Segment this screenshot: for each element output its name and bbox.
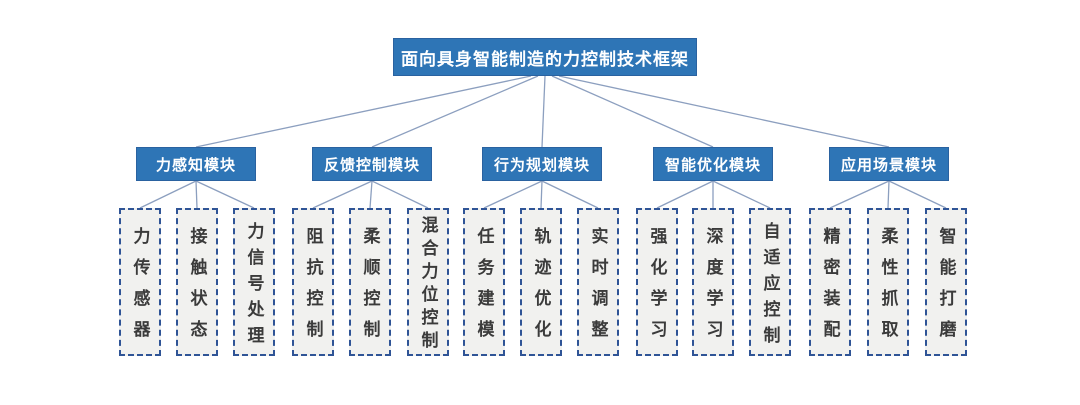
leaf-force-sensor: 力传感器: [119, 208, 161, 356]
leaf-label: 强化学习: [647, 227, 667, 351]
leaf-label: 精密装配: [820, 227, 840, 351]
leaf-intelligent-polishing: 智能打磨: [925, 208, 967, 356]
module-force-perception: 力感知模块: [136, 147, 256, 181]
module-behavior-planning: 行为规划模块: [482, 147, 602, 181]
leaf-adaptive-control: 自适应控制: [749, 208, 791, 356]
leaf-label: 轨迹优化: [531, 227, 551, 351]
leaf-task-modeling: 任务建模: [463, 208, 505, 356]
leaf-label: 自适应控制: [760, 221, 780, 352]
leaf-label: 阻抗控制: [303, 227, 323, 351]
leaf-label: 柔顺控制: [360, 227, 380, 351]
leaf-force-signal-processing: 力信号处理: [233, 208, 275, 356]
leaf-label: 接触状态: [187, 227, 207, 351]
module-intelligent-optimization: 智能优化模块: [653, 147, 773, 181]
leaf-label: 任务建模: [474, 227, 494, 351]
root-label: 面向具身智能制造的力控制技术框架: [401, 49, 689, 69]
leaf-label: 力传感器: [130, 227, 150, 351]
leaf-trajectory-optimization: 轨迹优化: [520, 208, 562, 356]
module-label: 反馈控制模块: [323, 157, 420, 174]
leaf-label: 混合力位控制: [418, 216, 438, 354]
leaf-deep-learning: 深度学习: [692, 208, 734, 356]
leaf-flexible-grasping: 柔性抓取: [867, 208, 909, 356]
module-feedback-control: 反馈控制模块: [312, 147, 432, 181]
leaf-reinforcement-learning: 强化学习: [636, 208, 678, 356]
module-label: 智能优化模块: [664, 157, 761, 174]
leaf-contact-state: 接触状态: [176, 208, 218, 356]
leaf-label: 力信号处理: [244, 221, 264, 352]
module-label: 行为规划模块: [493, 157, 590, 174]
module-label: 力感知模块: [155, 157, 236, 174]
leaf-hybrid-force-position-control: 混合力位控制: [407, 208, 449, 356]
leaf-impedance-control: 阻抗控制: [292, 208, 334, 356]
leaf-realtime-adjustment: 实时调整: [577, 208, 619, 356]
leaf-label: 深度学习: [703, 227, 723, 351]
leaf-precision-assembly: 精密装配: [809, 208, 851, 356]
leaf-label: 柔性抓取: [878, 227, 898, 351]
leaf-label: 智能打磨: [936, 227, 956, 351]
module-label: 应用场景模块: [840, 157, 937, 174]
module-application-scenarios: 应用场景模块: [829, 147, 949, 181]
root-node: 面向具身智能制造的力控制技术框架: [393, 38, 697, 76]
leaf-label: 实时调整: [588, 227, 608, 351]
leaf-compliance-control: 柔顺控制: [349, 208, 391, 356]
